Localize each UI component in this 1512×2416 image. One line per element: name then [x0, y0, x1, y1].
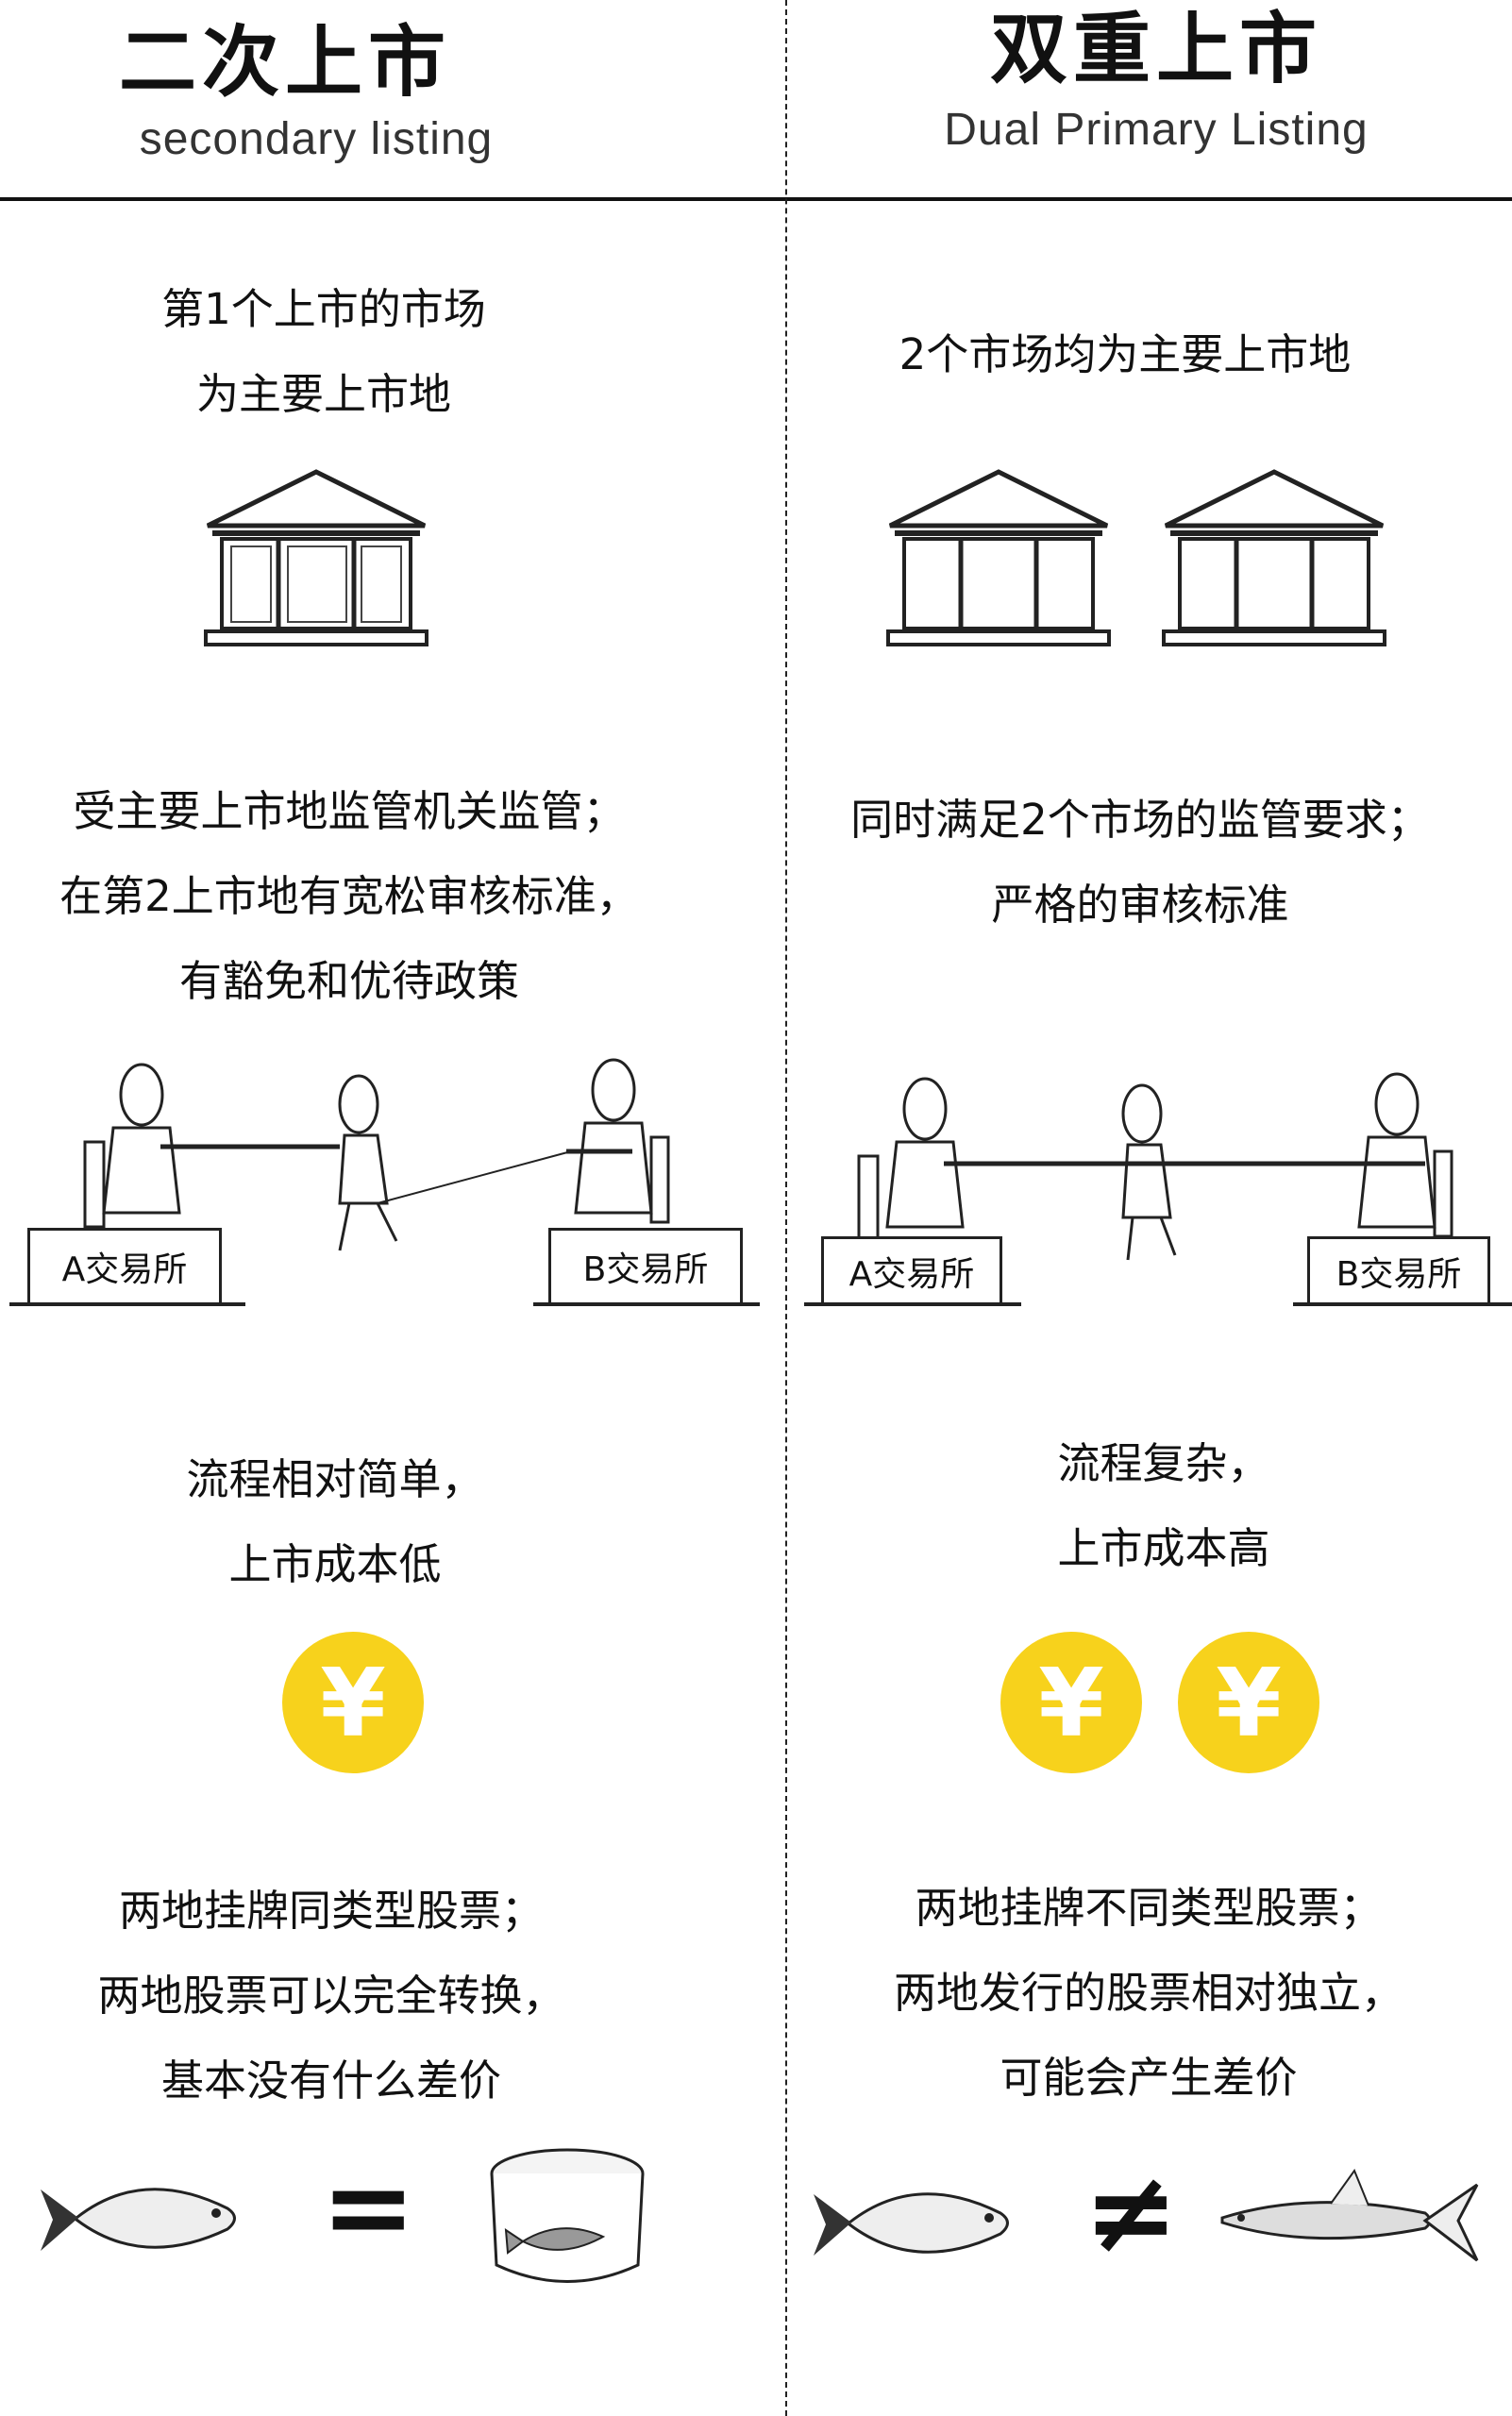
equals-sign: =: [321, 2142, 416, 2273]
exchange-a-label: A交易所: [61, 1250, 188, 1289]
text-line: 可能会产生差价: [1000, 2053, 1298, 2103]
exchange-b-box: B交易所: [548, 1228, 743, 1305]
text-line: 两地挂牌同类型股票；: [118, 1886, 544, 1936]
text-line: 受主要上市地监管机关监管；: [73, 786, 626, 836]
secondary-shares-text: 两地挂牌同类型股票； 两地股票可以完全转换， 基本没有什么差价: [0, 1869, 690, 2123]
secondary-listing-title: 二次上市: [118, 18, 451, 108]
dual-listing-subtitle: Dual Primary Listing: [944, 105, 1369, 155]
exchange-b-label: B交易所: [582, 1250, 709, 1289]
text-line: 两地股票可以完全转换，: [97, 1971, 565, 2021]
text-line: 上市成本高: [1057, 1523, 1270, 1573]
yen-symbol: ¥: [1038, 1647, 1104, 1758]
not-equal-sign: ≠: [1084, 2147, 1179, 2278]
long-fish-icon: [1220, 2168, 1479, 2262]
text-line: 第1个上市的市场: [161, 284, 486, 334]
dual-regulation-text: 同时满足2个市场的监管要求； 严格的审核标准: [781, 778, 1499, 948]
secondary-cost-text: 流程相对简单， 上市成本低: [0, 1437, 694, 1607]
exchange-b-label: B交易所: [1336, 1255, 1462, 1294]
text-line: 有豁免和优待政策: [178, 956, 519, 1006]
fish-icon: [41, 2188, 236, 2251]
yen-symbol: ¥: [320, 1647, 386, 1758]
text-line: 流程复杂，: [1057, 1438, 1270, 1488]
text-line: 两地挂牌不同类型股票；: [915, 1883, 1383, 1933]
text-line: 两地发行的股票相对独立，: [893, 1968, 1403, 2018]
exchange-a-box: A交易所: [27, 1228, 222, 1305]
fish-icon: [814, 2192, 1009, 2256]
text-line: 2个市场均为主要上市地: [899, 329, 1352, 379]
secondary-regulation-text: 受主要上市地监管机关监管； 在第2上市地有宽松审核标准， 有豁免和优待政策: [0, 769, 708, 1024]
text-line: 流程相对简单，: [186, 1454, 484, 1504]
exchange-building-icon: [1162, 469, 1386, 646]
exchange-a-label: A交易所: [848, 1255, 975, 1294]
yen-coin-icon: ¥: [1178, 1632, 1319, 1773]
tug-of-war-illustration: [83, 1058, 670, 1251]
ground-line: [1293, 1302, 1512, 1306]
secondary-listing-subtitle: secondary listing: [139, 114, 494, 164]
yen-coin-icon: ¥: [1000, 1632, 1142, 1773]
canned-fish-icon: [490, 2148, 645, 2283]
exchange-building-icon: [204, 469, 428, 646]
text-line: 为主要上市地: [195, 369, 451, 419]
yen-coin-icon: ¥: [282, 1632, 424, 1773]
text-line: 基本没有什么差价: [160, 2055, 501, 2106]
text-line: 上市成本低: [228, 1539, 442, 1589]
secondary-market-text: 第1个上市的市场 为主要上市地: [0, 267, 682, 437]
text-line: 在第2上市地有宽松审核标准，: [59, 871, 639, 921]
header-divider: [0, 197, 1512, 201]
ground-line: [9, 1302, 245, 1306]
yen-symbol: ¥: [1216, 1647, 1282, 1758]
dual-shares-text: 两地挂牌不同类型股票； 两地发行的股票相对独立， 可能会产生差价: [790, 1866, 1507, 2121]
dual-market-text: 2个市场均为主要上市地: [766, 312, 1484, 397]
ground-line: [804, 1302, 1021, 1306]
text-line: 严格的审核标准: [991, 880, 1289, 930]
column-divider: [785, 0, 787, 2416]
dual-listing-title: 双重上市: [989, 5, 1322, 94]
exchange-a-box: A交易所: [821, 1236, 1002, 1306]
dual-cost-text: 流程复杂， 上市成本高: [805, 1421, 1512, 1591]
exchange-b-box: B交易所: [1307, 1236, 1490, 1306]
text-line: 同时满足2个市场的监管要求；: [850, 795, 1430, 845]
ground-line: [533, 1302, 760, 1306]
exchange-building-icon: [886, 469, 1111, 646]
